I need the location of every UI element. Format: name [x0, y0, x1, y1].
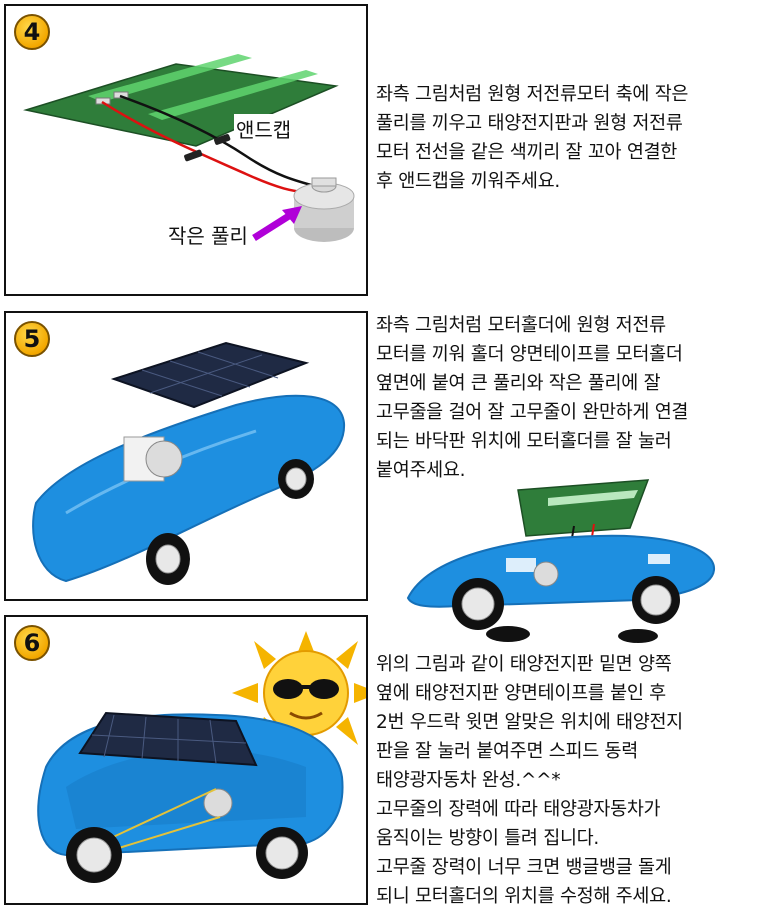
- motor: [145, 440, 183, 478]
- step-4-description: 좌측 그림처럼 원형 저전류모터 축에 작은 풀리를 끼우고 태양전지판과 원형…: [376, 84, 689, 192]
- black-wire: [119, 94, 323, 190]
- step-4-panel: 4 앤드캡 작은 풀리: [4, 4, 368, 296]
- solar-panel-stripe: [148, 70, 318, 120]
- step-6-description: 위의 그림과 같이 태양전지판 밑면 양쪽 옆에 태양전지판 양면테이프를 붙인…: [376, 654, 683, 907]
- step-number-badge: 5: [14, 321, 50, 357]
- car-window: [648, 554, 670, 564]
- step-number-badge: 6: [14, 625, 50, 661]
- pointer-arrow-head-icon: [282, 206, 302, 224]
- terminal: [113, 91, 129, 99]
- solar-panel-stripe: [548, 490, 638, 506]
- small-pulley-label: 작은 풀리: [166, 220, 250, 249]
- side-view-car-illustration: [406, 479, 716, 643]
- wheel-icon: [632, 576, 680, 624]
- small-pulley-icon: [311, 177, 337, 187]
- car-body: [32, 394, 346, 583]
- car-side-shadow: [66, 749, 306, 829]
- solar-panel-stripe: [88, 54, 252, 102]
- step-6-panel: 6: [4, 615, 368, 905]
- end-cap-icon: [184, 149, 203, 162]
- motor: [533, 561, 559, 587]
- step-5-panel: 5: [4, 311, 368, 601]
- pointer-arrow-icon: [252, 211, 294, 241]
- wheel-icon: [256, 827, 308, 879]
- step-number-badge: 4: [14, 14, 50, 50]
- wheel-icon: [618, 629, 658, 643]
- wheel-icon: [278, 459, 314, 499]
- wheel-icon: [66, 827, 122, 883]
- step-5-illustration: [32, 341, 346, 585]
- solar-panel: [110, 341, 310, 409]
- solar-panel-green: [517, 479, 650, 537]
- step-4-illustration: [23, 54, 355, 242]
- end-cap-label: 앤드캡: [234, 114, 294, 143]
- step-6-illustration: [37, 631, 366, 883]
- car-window: [506, 558, 536, 572]
- wheel-icon: [146, 533, 190, 585]
- end-cap-icon: [214, 134, 231, 145]
- wheel-icon: [452, 578, 504, 630]
- wheel-icon: [486, 626, 530, 642]
- step-5-description: 좌측 그림처럼 모터홀더에 원형 저전류 모터를 끼워 홀더 양면테이프를 모터…: [376, 315, 689, 481]
